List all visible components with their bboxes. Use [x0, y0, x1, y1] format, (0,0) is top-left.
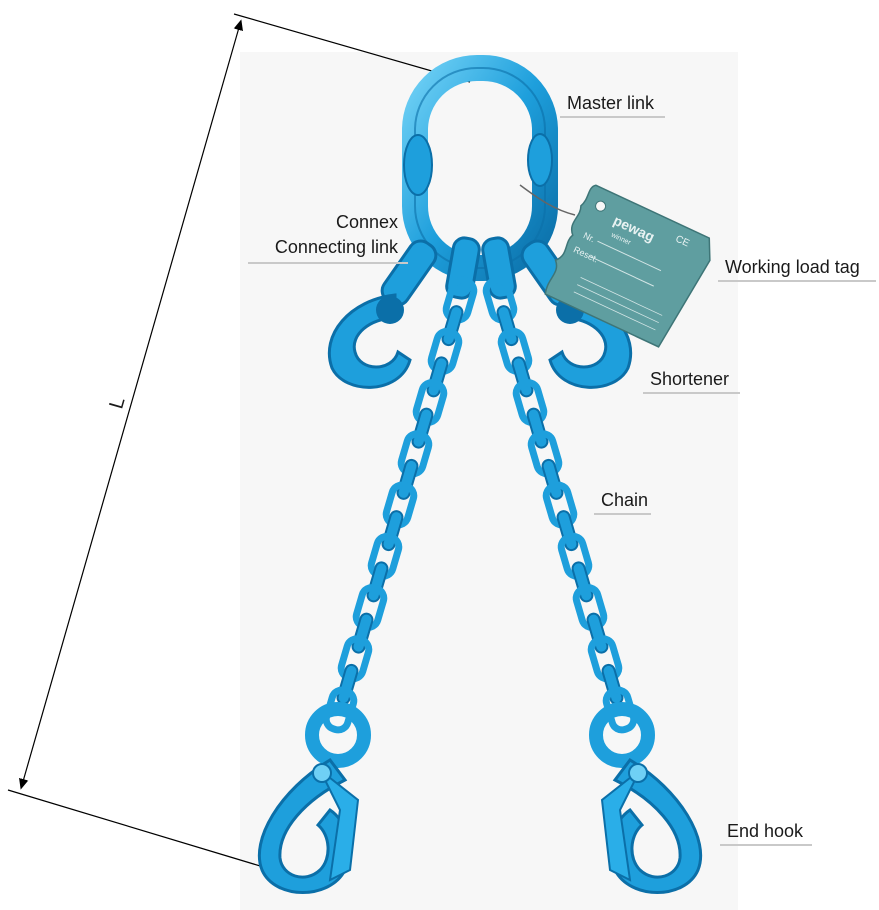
- end-hook-underline: [720, 844, 812, 846]
- connex-label-line1: Connex: [260, 211, 398, 233]
- shortener-label: Shortener: [650, 368, 729, 390]
- end-hook-left: [259, 709, 364, 893]
- dimension-extension-bottom: [8, 790, 300, 878]
- working-load-tag: pewag winner CE Nr. Reset.: [541, 183, 719, 351]
- working-load-tag-underline: [718, 280, 876, 282]
- dimension-arrow-line: [22, 24, 240, 785]
- connex-label-line2: Connecting link: [250, 236, 398, 258]
- chain-underline: [594, 513, 651, 515]
- master-link-label: Master link: [567, 92, 654, 114]
- end-hook-label: End hook: [727, 820, 803, 842]
- length-dimension: [8, 14, 470, 878]
- chain-label: Chain: [601, 489, 648, 511]
- connex-underline: [248, 262, 408, 264]
- working-load-tag-label: Working load tag: [725, 256, 860, 278]
- master-link: [404, 68, 552, 268]
- master-link-underline: [560, 116, 665, 118]
- shortener-underline: [643, 392, 740, 394]
- end-hook-right: [596, 709, 701, 893]
